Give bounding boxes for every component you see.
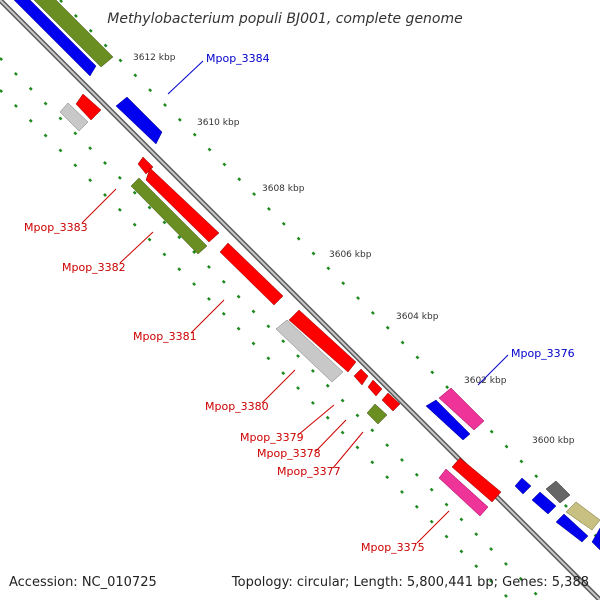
callout-line — [315, 419, 347, 452]
gene-label-mpop-3381[interactable]: Mpop_3381 — [133, 330, 197, 343]
outer-tick-track — [59, 0, 600, 541]
callout-line — [167, 60, 204, 95]
gene-label-mpop-3379[interactable]: Mpop_3379 — [240, 431, 304, 444]
callout-line — [81, 188, 117, 224]
gene-arrow-mpop-3378[interactable] — [367, 379, 383, 397]
inner-tick-track — [0, 57, 543, 600]
scale-label: 3608 kbp — [262, 184, 305, 194]
gene-arrow-mpop-3381[interactable] — [219, 242, 284, 306]
gene-label-mpop-3375[interactable]: Mpop_3375 — [361, 541, 425, 554]
accession-text: Accession: NC_010725 — [9, 575, 157, 590]
gene-label-mpop-3384[interactable]: Mpop_3384 — [206, 52, 270, 65]
gene-label-mpop-3382[interactable]: Mpop_3382 — [62, 261, 126, 274]
gene-label-mpop-3383[interactable]: Mpop_3383 — [24, 221, 88, 234]
gene-arrow-reverse[interactable] — [145, 167, 220, 243]
gene-arrow-mpop-3384[interactable] — [115, 96, 163, 145]
gene-arrow-forward[interactable] — [545, 480, 571, 504]
callout-line — [416, 510, 450, 544]
gene-arrow-reverse[interactable] — [438, 468, 489, 517]
gene-arrow-forward[interactable] — [555, 513, 589, 543]
gene-arrow-forward[interactable] — [514, 477, 532, 495]
gene-label-mpop-3377[interactable]: Mpop_3377 — [277, 465, 341, 478]
genome-summary-text: Topology: circular; Length: 5,800,441 bp… — [231, 575, 589, 590]
scale-label: 3606 kbp — [329, 250, 372, 260]
scale-label: 3600 kbp — [532, 436, 575, 446]
gene-arrow-forward[interactable] — [33, 0, 114, 68]
gene-arrow-mpop-3380[interactable] — [288, 309, 357, 373]
callout-line — [190, 299, 225, 334]
gene-arrow-mpop-3382[interactable] — [130, 177, 208, 255]
gene-arrow-reverse[interactable] — [275, 319, 344, 383]
gene-arrow-forward[interactable] — [565, 501, 600, 531]
gene-arrow-mpop-3375[interactable] — [451, 457, 502, 503]
gene-arrow-forward[interactable] — [531, 491, 557, 515]
gene-features — [10, 0, 600, 551]
scale-label: 3612 kbp — [133, 53, 176, 63]
callout-lines — [81, 60, 509, 544]
scale-labels: 3612 kbp 3610 kbp 3608 kbp 3606 kbp 3604… — [133, 53, 575, 446]
callout-line — [119, 231, 154, 264]
callout-line — [261, 369, 296, 404]
inner-tick-track-2 — [0, 89, 511, 600]
gene-arrow-mpop-3379[interactable] — [353, 368, 369, 386]
gene-arrow-forward[interactable] — [425, 399, 471, 441]
map-title: Methylobacterium populi BJ001, complete … — [107, 11, 463, 27]
gene-arrow-reverse[interactable] — [59, 102, 89, 132]
gene-arrow-reverse[interactable] — [381, 392, 401, 412]
callout-line — [297, 404, 335, 436]
gene-arrow-reverse[interactable] — [75, 93, 102, 121]
callout-line — [332, 431, 364, 469]
gene-arrow-mpop-3376[interactable] — [438, 387, 485, 431]
gene-arrow-forward[interactable] — [591, 527, 600, 551]
gene-labels: Mpop_3384 Mpop_3383 Mpop_3382 Mpop_3381 … — [24, 52, 575, 554]
scale-label: 3610 kbp — [197, 118, 240, 128]
gene-label-mpop-3378[interactable]: Mpop_3378 — [257, 447, 321, 460]
gene-arrow-mpop-3377[interactable] — [366, 403, 388, 425]
gene-label-mpop-3380[interactable]: Mpop_3380 — [205, 400, 269, 413]
gene-arrow-forward[interactable] — [10, 0, 97, 77]
gene-label-mpop-3376[interactable]: Mpop_3376 — [511, 347, 575, 360]
scale-label: 3604 kbp — [396, 312, 439, 322]
scale-label: 3602 kbp — [464, 376, 507, 386]
callout-line — [477, 354, 509, 386]
